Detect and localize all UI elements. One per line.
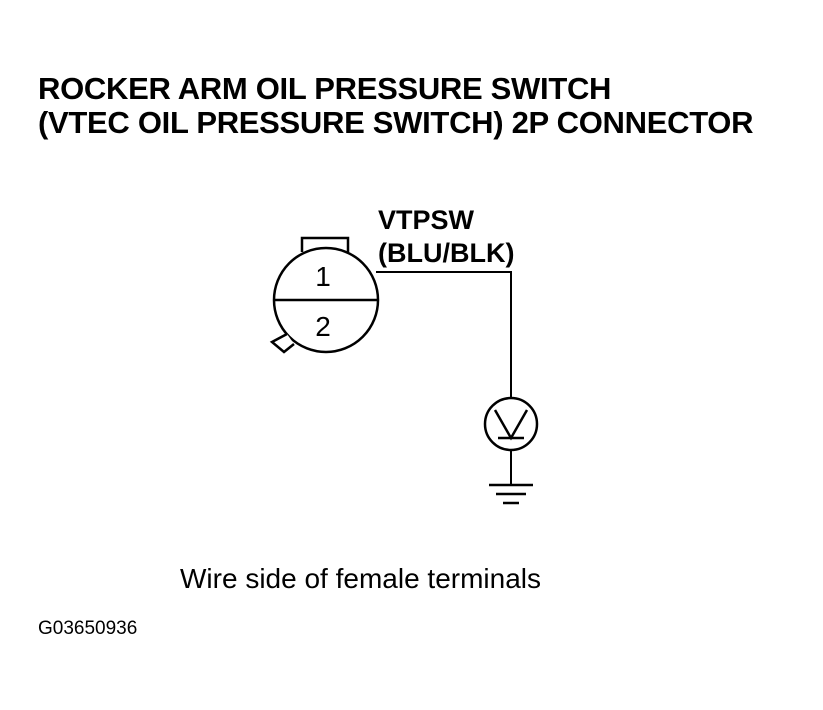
terminal-2-label: 2 (315, 311, 331, 342)
signal-wire (376, 271, 512, 398)
terminal-1-label: 1 (315, 261, 331, 292)
title-line-2: (VTEC OIL PRESSURE SWITCH) 2P CONNECTOR (38, 105, 754, 140)
diagram-caption: Wire side of female terminals (180, 563, 542, 594)
figure-id: G03650936 (38, 618, 138, 639)
title-line-1: ROCKER ARM OIL PRESSURE SWITCH (38, 71, 612, 106)
connector-2p (269, 236, 380, 354)
voltmeter-icon (483, 396, 539, 452)
connector-lock-tab (300, 236, 350, 252)
wire-label: VTPSW (BLU/BLK) (378, 204, 514, 270)
wire-signal-name: VTPSW (378, 205, 475, 235)
wire-color-code: (BLU/BLK) (378, 238, 515, 268)
diagram-title: ROCKER ARM OIL PRESSURE SWITCH (VTEC OIL… (38, 72, 753, 140)
ground-icon (489, 483, 533, 505)
connector-key-notch (269, 332, 295, 354)
